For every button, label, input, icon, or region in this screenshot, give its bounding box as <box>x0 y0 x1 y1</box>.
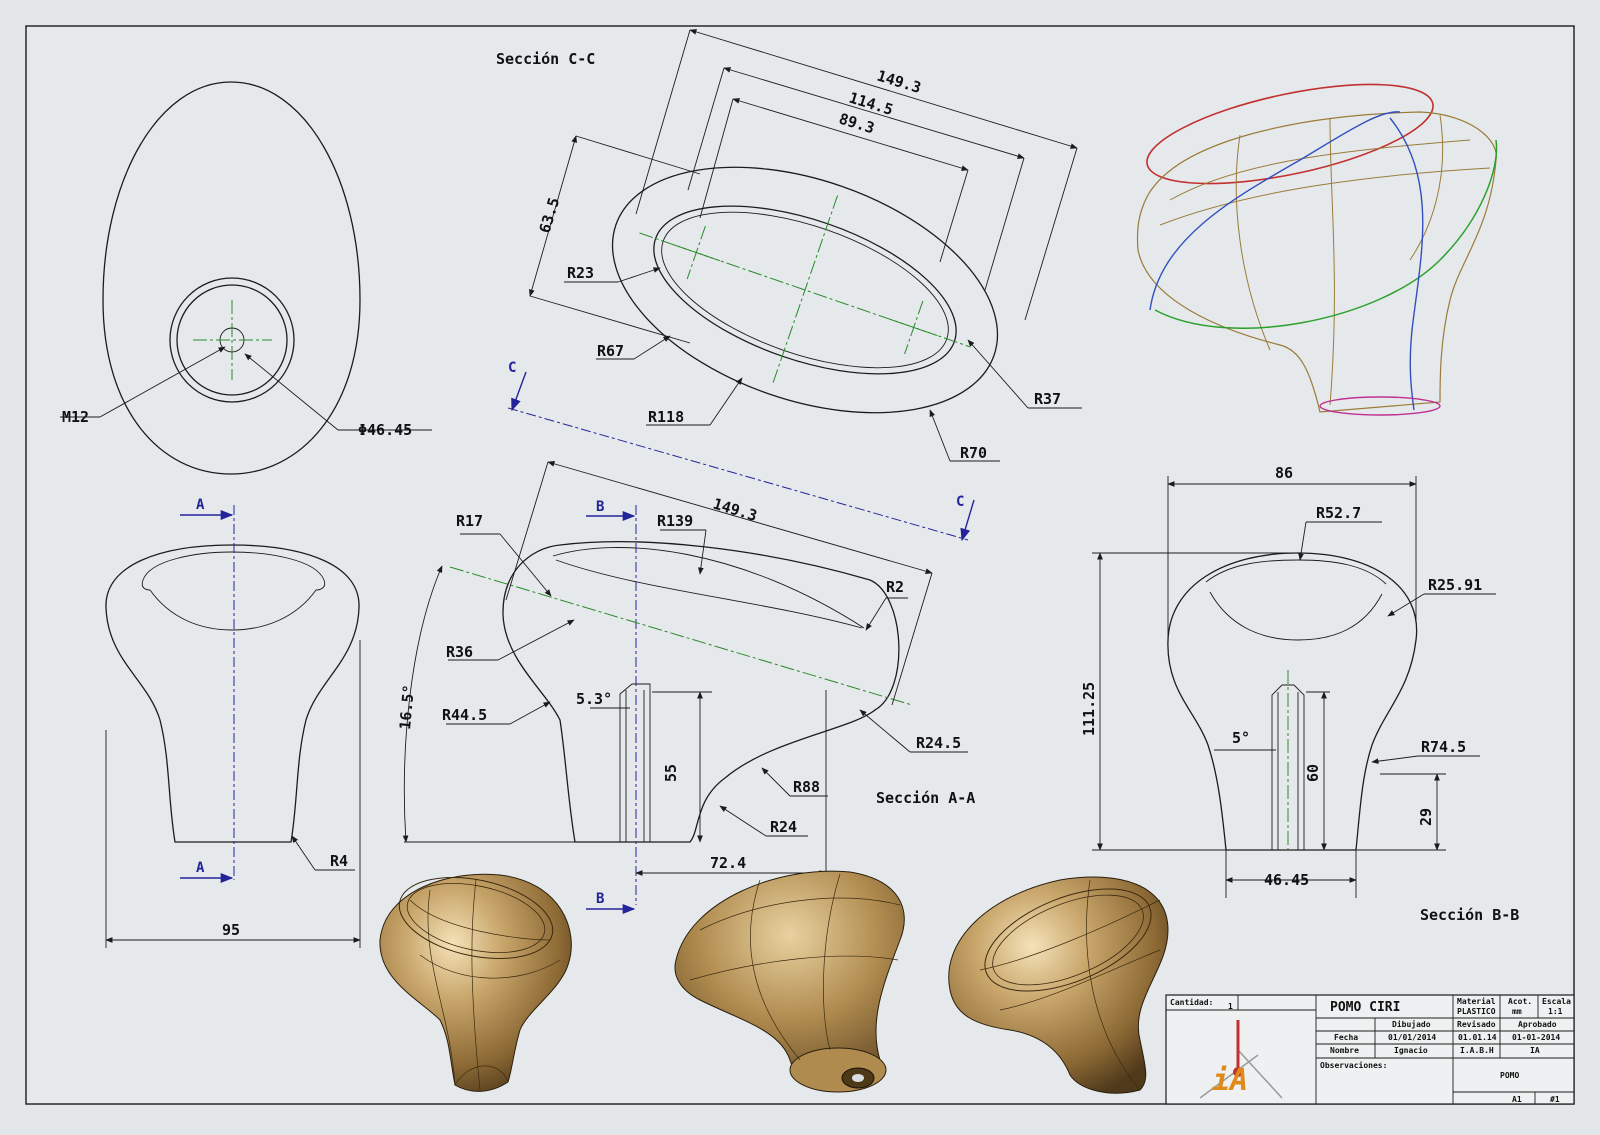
section-c-right-label: C <box>956 494 964 510</box>
tb-date-label: Fecha <box>1334 1033 1358 1042</box>
bb-r527: R52.7 <box>1316 504 1361 522</box>
tb-reviewed-header: Revisado <box>1457 1019 1496 1029</box>
cc-r37: R37 <box>1034 390 1061 408</box>
tb-approved-header: Aprobado <box>1518 1020 1557 1029</box>
tb-units-label: Acot. <box>1508 997 1532 1006</box>
logo-text: iA <box>1212 1063 1248 1098</box>
bb-r745: R74.5 <box>1421 738 1466 756</box>
section-cc-view <box>507 29 1082 542</box>
tb-drawn-date: 01/01/2014 <box>1388 1033 1436 1042</box>
title-block: iA <box>1165 994 1575 1105</box>
aa-r245: R24.5 <box>916 734 961 752</box>
top-view <box>60 81 432 475</box>
tb-sheet-number: #1 <box>1550 1095 1560 1104</box>
bb-height: 111.25 <box>1080 682 1098 736</box>
tb-material: PLASTICO <box>1457 1007 1496 1016</box>
diameter-label: Φ46.45 <box>358 421 412 439</box>
tb-sheet-size: A1 <box>1512 1095 1522 1104</box>
section-b-top-label: B <box>596 499 604 515</box>
tb-name-label: Nombre <box>1330 1046 1359 1055</box>
rendered-knob-1 <box>379 873 572 1092</box>
bb-neck: 29 <box>1417 808 1435 826</box>
bb-bore-depth: 60 <box>1304 764 1322 782</box>
cc-r67: R67 <box>597 342 624 360</box>
tb-drawn-header: Dibujado <box>1392 1019 1431 1029</box>
aa-r36: R36 <box>446 643 473 661</box>
cc-r118: R118 <box>648 408 684 426</box>
section-aa-view <box>402 461 968 915</box>
bb-base: 46.45 <box>1264 871 1309 889</box>
section-aa-title: Sección A-A <box>876 789 975 807</box>
section-b-bottom-label: B <box>596 891 604 907</box>
tb-scale-label: Escala <box>1542 997 1571 1006</box>
cc-r70: R70 <box>960 444 987 462</box>
front-view <box>105 505 361 948</box>
rendered-knob-2 <box>674 870 905 1093</box>
aa-bore-angle: 5.3° <box>576 690 612 708</box>
section-a-bottom-label: A <box>196 860 205 876</box>
rendered-knob-3 <box>948 876 1169 1094</box>
tb-drawn-name: Ignacio <box>1394 1045 1428 1055</box>
tb-material-label: Material <box>1457 996 1496 1006</box>
aa-r139: R139 <box>657 512 693 530</box>
aa-bore-depth: 55 <box>662 764 680 782</box>
tb-approved-name: IA <box>1530 1046 1540 1055</box>
aa-r445: R44.5 <box>442 706 487 724</box>
tb-approved-date: 01-01-2014 <box>1512 1033 1560 1042</box>
aa-r24: R24 <box>770 818 797 836</box>
tb-reviewed-name: I.A.B.H <box>1460 1046 1494 1055</box>
tb-title: POMO CIRI <box>1330 1000 1400 1015</box>
wireframe-isometric <box>1136 83 1498 416</box>
section-bb-view <box>1092 476 1496 898</box>
front-width-label: 95 <box>222 921 240 939</box>
tb-scale: 1:1 <box>1548 1007 1563 1016</box>
aa-offset: 72.4 <box>710 854 746 872</box>
aa-r2: R2 <box>886 578 904 596</box>
tb-quantity: 1 <box>1228 1002 1233 1011</box>
section-c-left-label: C <box>508 360 516 376</box>
section-a-top-label: A <box>196 497 205 513</box>
tb-reviewed-date: 01.01.14 <box>1458 1033 1497 1042</box>
thread-label: M12 <box>62 408 89 426</box>
aa-angle: 16.5° <box>396 684 418 731</box>
front-radius-label: R4 <box>330 852 348 870</box>
tb-quantity-label: Cantidad: <box>1170 997 1213 1007</box>
tb-units: mm <box>1512 1007 1522 1016</box>
bb-r2591: R25.91 <box>1428 576 1482 594</box>
cc-r23: R23 <box>567 264 594 282</box>
aa-r88: R88 <box>793 778 820 796</box>
tb-observations-label: Observaciones: <box>1320 1060 1387 1070</box>
tb-part-name: POMO <box>1500 1071 1519 1080</box>
section-bb-title: Sección B-B <box>1420 906 1519 924</box>
aa-r17: R17 <box>456 512 483 530</box>
bb-bore-angle: 5° <box>1232 729 1250 747</box>
section-cc-title: Sección C-C <box>496 50 595 68</box>
bb-width: 86 <box>1275 464 1293 482</box>
